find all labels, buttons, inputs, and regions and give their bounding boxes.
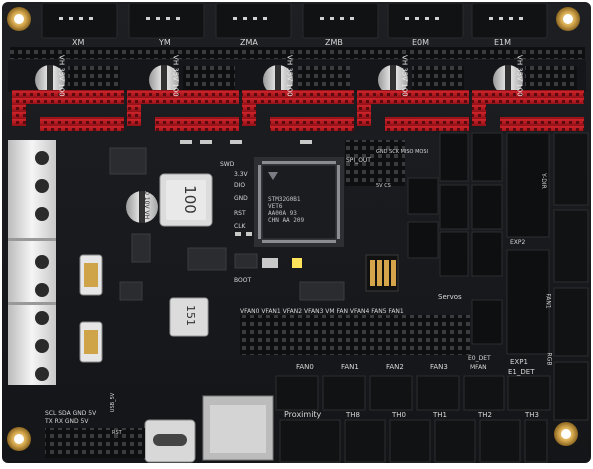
rgb-label: RGB <box>545 352 553 366</box>
spi-pins2-label: 5V CS <box>376 183 391 189</box>
proximity-label: Proximity <box>284 410 322 419</box>
swd-pin-4: RST <box>234 210 246 217</box>
label-e0m: E0M <box>412 38 430 47</box>
power-terminals <box>8 140 56 385</box>
swd-pin-2: DIO <box>234 182 246 189</box>
th0-label: TH0 <box>392 411 406 419</box>
spi-pins-label: GND SCK MISO MOSI <box>376 149 428 155</box>
e0-det-label: E0_DET <box>468 355 491 362</box>
swd-pin-5: CLK <box>234 223 246 230</box>
cap-label-2: VH 35V 100 <box>171 55 180 97</box>
mcu-chip <box>254 157 344 247</box>
bottom-connectors <box>279 419 548 463</box>
spi-out-label: SPI_OUT <box>346 157 371 164</box>
small-inductor-label: 151 <box>184 305 197 326</box>
swd-title: SWD <box>220 161 235 168</box>
label-ym: YM <box>159 38 171 47</box>
bulk-cap-label: 330 10V VH <box>143 183 151 220</box>
e1-det-label: E1_DET <box>508 368 535 376</box>
label-e1m: E1M <box>494 38 512 47</box>
swd-pin-1: 3.3V <box>234 171 248 178</box>
swd-pin-3: GND <box>234 195 248 202</box>
label-zmb: ZMB <box>325 38 343 47</box>
label-zma: ZMA <box>240 38 258 47</box>
mfan-label: MFAN <box>470 364 487 371</box>
exp2-label: EXP2 <box>510 239 526 246</box>
red-driver-headers <box>12 90 584 131</box>
fuses <box>79 254 103 363</box>
small-inductor <box>169 297 209 337</box>
fan3-label: FAN3 <box>430 363 448 371</box>
cap-label-3: VH 35V 100 <box>285 55 294 97</box>
signal-headers <box>345 132 589 421</box>
inductor-label: 100 <box>180 185 199 214</box>
top-motor-connectors <box>41 2 548 39</box>
rst-label: RST <box>112 430 122 436</box>
usb-5v-label: USB_5V <box>110 392 117 413</box>
cap-label-4: VH 35V 100 <box>400 55 409 97</box>
cap-label-1: VH 35V 100 <box>57 55 66 97</box>
exp1-label: EXP1 <box>510 358 528 366</box>
fan1-right-label: FAN1 <box>544 293 552 309</box>
driver-pin-blocks <box>68 66 577 92</box>
th3-label: TH3 <box>525 411 539 419</box>
fan-connectors <box>275 375 551 411</box>
th2-label: TH2 <box>478 411 492 419</box>
mcu-marking: STM32G0B1 VET6 AA00A 93 CHN AA 209 <box>268 195 305 224</box>
fan0-label: FAN0 <box>296 363 314 371</box>
boot-label: BOOT <box>234 277 252 284</box>
th1-label: TH1 <box>433 411 447 419</box>
fan2-label: FAN2 <box>386 363 404 371</box>
mounting-holes <box>7 7 580 451</box>
driver-capacitors <box>35 65 523 95</box>
scl-sda-label: SCL SDA GND 5V <box>45 410 97 417</box>
tx-rx-label: TX RX GND 5V <box>45 418 89 425</box>
label-xm: XM <box>72 38 85 47</box>
fan1-label: FAN1 <box>341 363 359 371</box>
th8-label: TH8 <box>346 411 360 419</box>
y-dir-label: Y-DIR <box>539 173 547 189</box>
cap-label-5: VH 35V 100 <box>515 55 524 97</box>
servos-label: Servos <box>438 293 462 301</box>
fan-voltage-label: VFAN0 VFAN1 VFAN2 VFAN3 VM FAN VFAN4 FAN… <box>240 308 404 315</box>
